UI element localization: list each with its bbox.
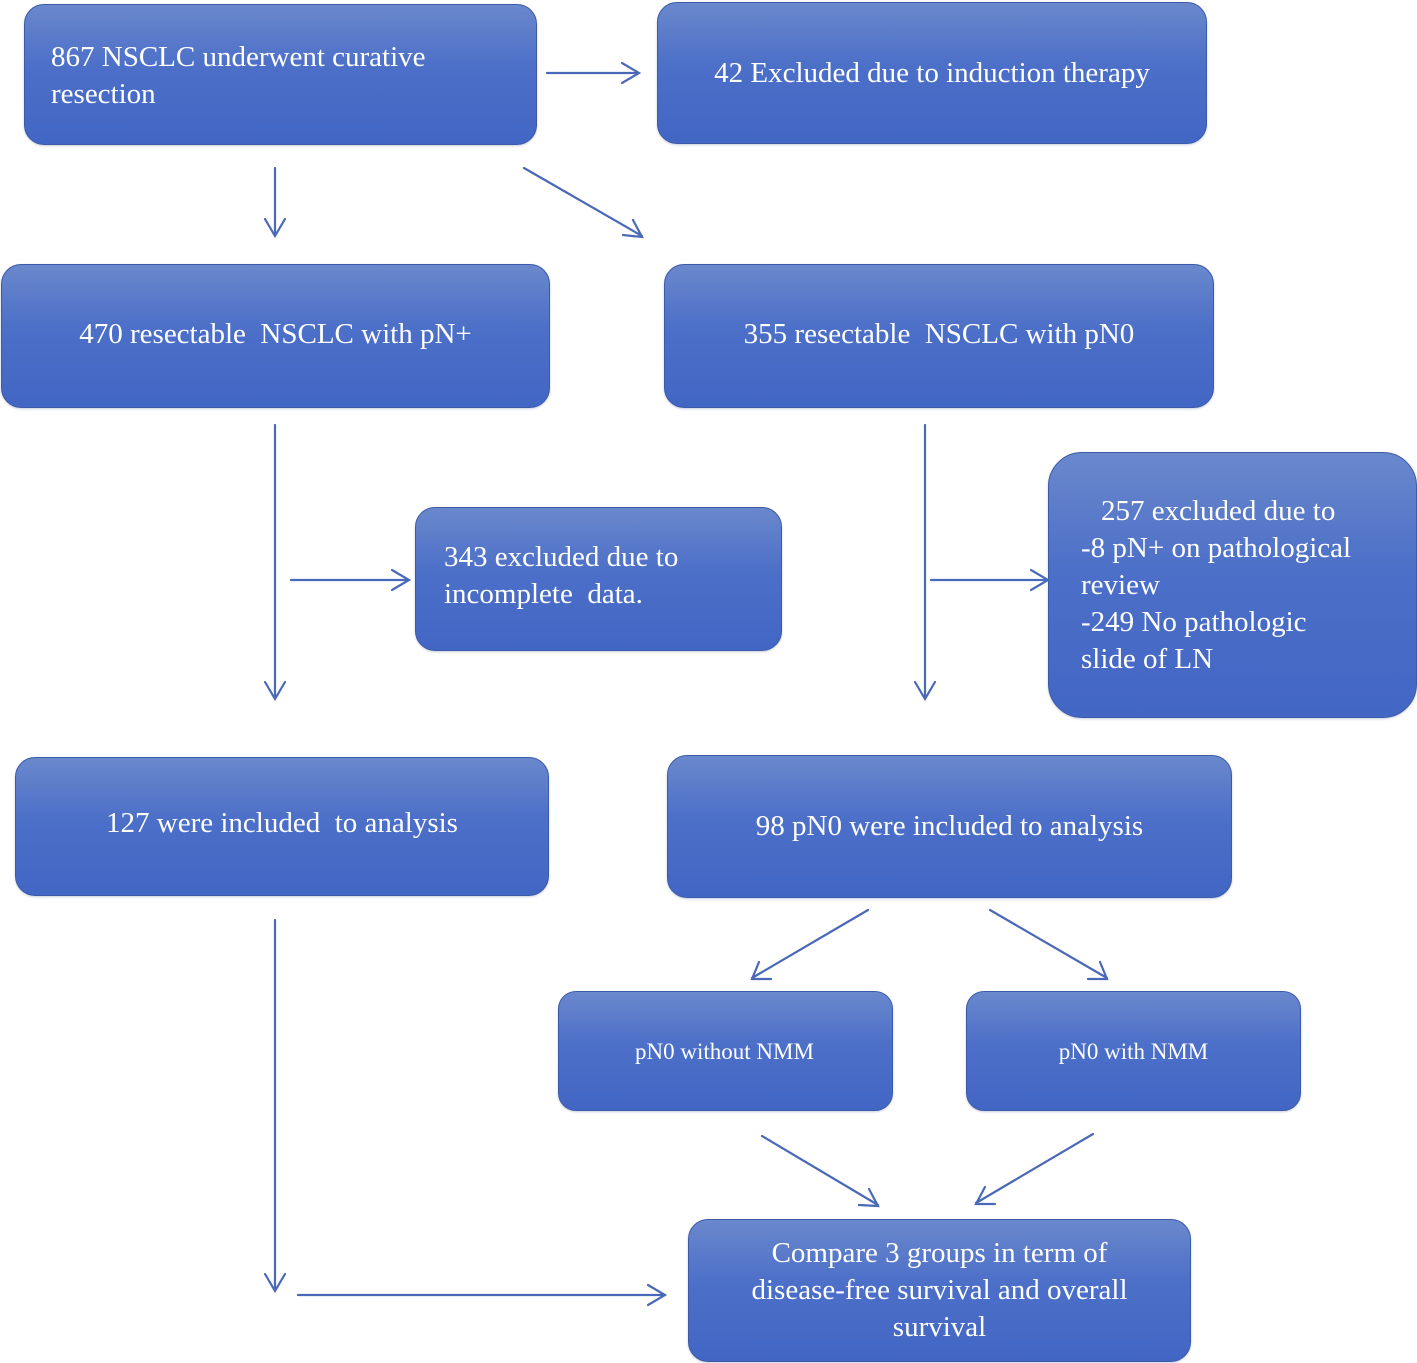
box-compare: Compare 3 groups in term of disease-free… — [688, 1219, 1191, 1362]
arrow-pn-plus-to-incomplete — [289, 568, 412, 592]
box-included-127-line-1: 127 were included to analysis — [106, 807, 458, 839]
box-pn0-line-1: 355 resectable NSCLC with pN0 — [743, 317, 1135, 350]
box-without-nmm-line-1: pN0 without NMM — [635, 1038, 814, 1064]
box-incomplete-excluded: 343 excluded due to incomplete data. — [415, 507, 782, 651]
arrow-pn-plus-down — [263, 423, 287, 702]
box-compare-line-1: Compare 3 groups in term of — [771, 1237, 1108, 1269]
box-257-line-3: review — [1081, 569, 1160, 601]
box-incomplete-line-2: incomplete data. — [444, 578, 643, 610]
arrow-127-down — [263, 918, 287, 1294]
box-start: 867 NSCLC underwent curative resection — [24, 4, 537, 145]
box-induction-line-1: 42 Excluded due to induction therapy — [714, 56, 1150, 89]
arrow-pn0-down — [913, 423, 937, 702]
box-257-line-4: -249 No pathologic — [1081, 606, 1307, 638]
arrow-98-to-with-nmm — [988, 908, 1109, 981]
box-pn0-without-nmm: pN0 without NMM — [558, 991, 893, 1111]
arrow-127-to-compare — [296, 1283, 668, 1307]
box-pn-plus-line-1: 470 resectable NSCLC with pN+ — [79, 317, 472, 350]
box-257-line-1: 257 excluded due to — [1101, 495, 1336, 527]
arrow-98-to-without-nmm — [750, 908, 870, 981]
box-pn0: 355 resectable NSCLC with pN0 — [664, 264, 1214, 408]
box-pn0-with-nmm: pN0 with NMM — [966, 991, 1301, 1111]
box-257-line-2: -8 pN+ on pathological — [1081, 532, 1352, 564]
box-start-line-2: resection — [51, 78, 156, 110]
box-compare-line-2: disease-free survival and overall — [751, 1274, 1128, 1306]
box-included-98: 98 pN0 were included to analysis — [667, 755, 1232, 898]
box-pn-plus: 470 resectable NSCLC with pN+ — [1, 264, 550, 408]
box-induction-excluded: 42 Excluded due to induction therapy — [657, 2, 1207, 144]
box-start-line-1: 867 NSCLC underwent curative — [51, 41, 426, 73]
box-257-excluded: 257 excluded due to -8 pN+ on pathologic… — [1048, 452, 1417, 718]
arrow-start-to-pn-plus — [263, 166, 287, 239]
box-incomplete-line-1: 343 excluded due to — [444, 541, 679, 573]
arrow-start-to-pn0 — [522, 166, 644, 239]
arrow-with-nmm-to-compare — [974, 1132, 1095, 1206]
box-with-nmm-line-1: pN0 with NMM — [1058, 1038, 1209, 1064]
arrow-start-to-induction — [545, 61, 642, 85]
box-compare-line-3: survival — [892, 1311, 987, 1343]
arrow-pn0-to-257 — [929, 568, 1051, 592]
arrow-without-nmm-to-compare — [760, 1134, 880, 1208]
box-included-98-line-1: 98 pN0 were included to analysis — [755, 810, 1144, 842]
box-257-line-5: slide of LN — [1081, 643, 1214, 675]
box-included-127: 127 were included to analysis — [15, 757, 549, 896]
